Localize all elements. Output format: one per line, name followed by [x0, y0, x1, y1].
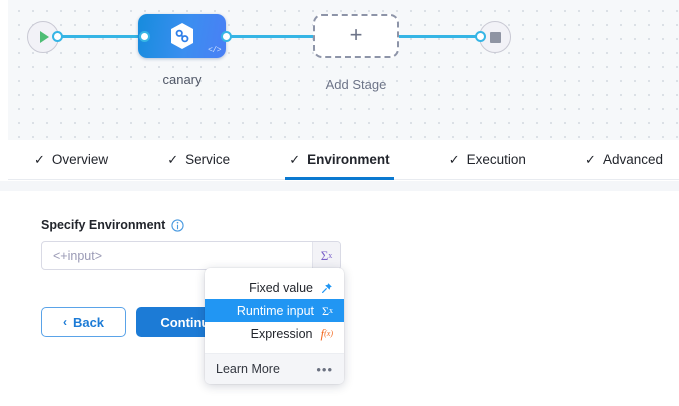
- code-badge-icon: </>: [208, 46, 221, 55]
- tab-overview[interactable]: ✓ Overview: [30, 140, 112, 179]
- tab-label: Execution: [466, 152, 526, 167]
- panel-top-band: [0, 181, 679, 191]
- tab-label: Overview: [51, 152, 109, 167]
- tab-label: Environment: [307, 152, 390, 167]
- tab-advanced[interactable]: ✓ Advanced: [581, 140, 667, 179]
- canvas-left-gutter: [0, 0, 8, 140]
- sigma-sup: x: [328, 251, 333, 260]
- tab-label: Service: [185, 152, 231, 167]
- connector-dot-end[interactable]: [475, 31, 486, 42]
- check-icon: ✓: [34, 152, 45, 167]
- tab-execution[interactable]: ✓ Execution: [445, 140, 530, 179]
- specify-environment-input[interactable]: [42, 242, 312, 269]
- fx-sub: (x): [324, 328, 333, 338]
- stage-node-canary[interactable]: </>: [138, 14, 226, 58]
- check-icon: ✓: [289, 152, 301, 167]
- continue-button-label: Continue: [160, 314, 217, 330]
- connector-line-add-to-end: [398, 35, 482, 38]
- dropdown-item-expression[interactable]: Expression f(x): [205, 322, 344, 345]
- sigma-sup: x: [329, 305, 333, 315]
- stop-icon: [489, 31, 501, 43]
- connector-dot-start[interactable]: [52, 31, 63, 42]
- dropdown-learn-more-row[interactable]: Learn More •••: [205, 353, 344, 384]
- dropdown-top-padding: [205, 268, 344, 276]
- dropdown-bottom-padding: [205, 345, 344, 353]
- check-icon: ✓: [585, 152, 596, 167]
- dropdown-item-label: Fixed value: [249, 280, 313, 295]
- connector-line-start-to-canary: [56, 35, 150, 38]
- pipeline-canvas[interactable]: </> canary + Add Stage: [8, 0, 679, 140]
- back-button-label: Back: [72, 314, 105, 330]
- specify-environment-label-row: Specify Environment: [41, 218, 184, 232]
- sigma-glyph: Σ: [322, 303, 329, 318]
- check-icon: ✓: [448, 152, 460, 167]
- harness-hexagon-icon: [171, 23, 193, 49]
- stage-label-canary: canary: [162, 72, 202, 87]
- connector-line-canary-to-add: [226, 35, 318, 38]
- plus-icon: +: [349, 22, 363, 47]
- dropdown-item-label: Runtime input: [236, 303, 315, 318]
- specify-environment-input-wrap[interactable]: Σx: [41, 241, 341, 270]
- tab-service[interactable]: ✓ Service: [163, 140, 234, 179]
- add-stage-node[interactable]: +: [313, 14, 399, 58]
- learn-more-label: Learn More: [216, 362, 280, 376]
- check-icon: ✓: [167, 152, 179, 167]
- dropdown-item-fixed-value[interactable]: Fixed value: [205, 276, 344, 299]
- connector-dot-canary-out[interactable]: [221, 31, 232, 42]
- connector-dot-canary-in[interactable]: [139, 31, 150, 42]
- expression-fx-icon: f(x): [320, 327, 333, 340]
- pin-icon: [321, 282, 333, 294]
- tab-label: Advanced: [602, 152, 663, 167]
- sigma-glyph: Σ: [320, 247, 329, 263]
- dropdown-item-label: Expression: [250, 326, 313, 341]
- more-options-icon[interactable]: •••: [316, 361, 333, 377]
- field-label-text: Specify Environment: [41, 218, 166, 232]
- tabbar-left-gutter: [0, 140, 8, 180]
- step-tabbar: ✓ Overview ✓ Service ✓ Environment ✓ Exe…: [8, 140, 679, 180]
- info-icon[interactable]: [171, 218, 184, 232]
- form-action-buttons: ‹ Back Continue: [41, 307, 241, 337]
- add-stage-label: Add Stage: [325, 77, 387, 92]
- fx-glyph: f: [320, 326, 325, 341]
- back-button[interactable]: ‹ Back: [41, 307, 126, 337]
- play-icon: [40, 31, 49, 43]
- chevron-left-icon: ‹: [62, 315, 67, 329]
- tab-environment[interactable]: ✓ Environment: [285, 140, 395, 180]
